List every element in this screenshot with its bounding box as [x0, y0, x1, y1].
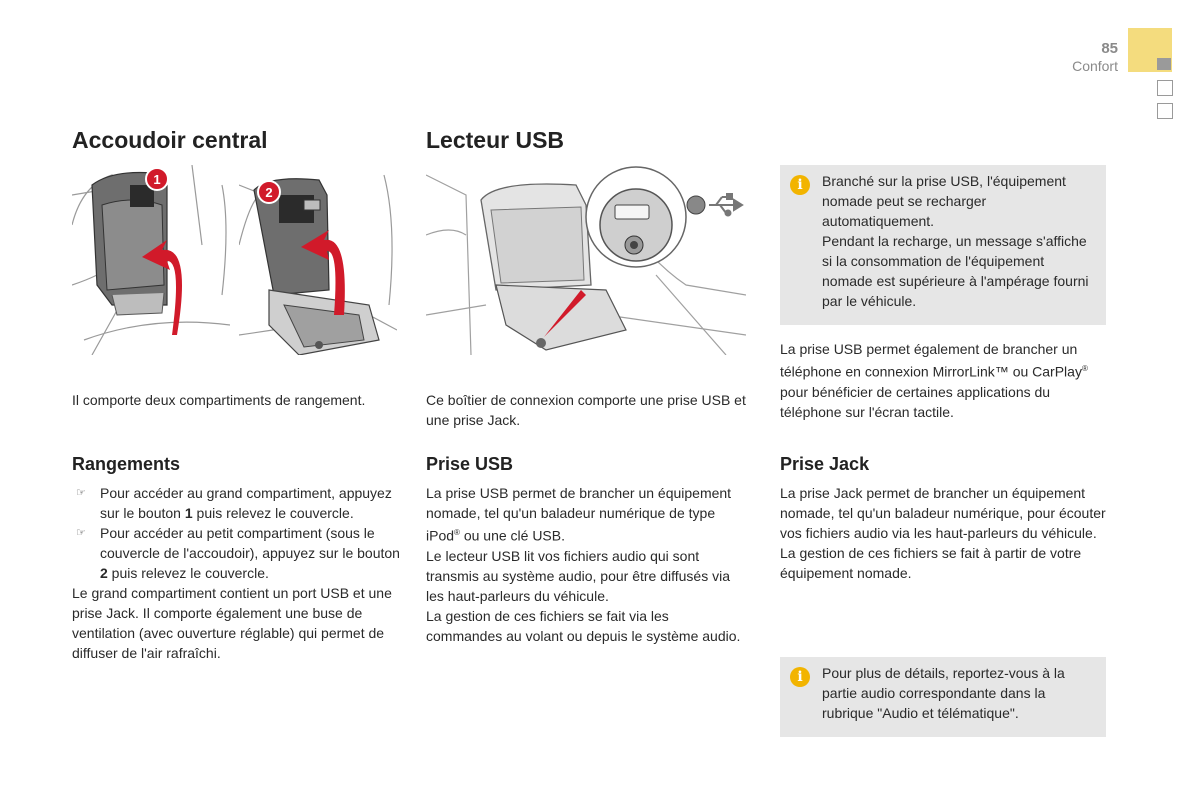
rangements-text: ☞ Pour accéder au grand compartiment, ap…	[72, 483, 402, 663]
svg-text:2: 2	[265, 185, 272, 200]
info-text: Pour plus de détails, reportez-vous à la…	[822, 665, 1065, 721]
usb-paragraph-3: La gestion de ces fichiers se fait via l…	[426, 607, 741, 644]
subtitle-rangements: Rangements	[72, 454, 181, 474]
info-icon: i	[790, 175, 810, 195]
badge-2	[257, 180, 281, 204]
info-box-details: i Pour plus de détails, reportez-vous à …	[780, 657, 1106, 737]
jack-paragraph-1: La prise Jack permet de brancher un équi…	[780, 485, 1106, 541]
title-lecteur-usb: Lecteur USB	[426, 127, 565, 153]
caption-compartments: Il comporte deux compartiments de rangem…	[72, 392, 366, 408]
info-icon: i	[790, 667, 810, 687]
bullet-item: ☞ Pour accéder au grand compartiment, ap…	[76, 485, 392, 521]
mirrorlink-paragraph: La prise USB permet également de branche…	[780, 341, 1088, 420]
badge-1	[145, 167, 169, 191]
tab-marker	[1157, 58, 1171, 70]
tab-box	[1157, 103, 1173, 119]
tab-box	[1157, 80, 1173, 96]
armrest-illustration-2: 2	[239, 165, 397, 355]
title-accoudoir: Accoudoir central	[72, 127, 268, 153]
info-box-charging: i Branché sur la prise USB, l'équipement…	[780, 165, 1106, 325]
prise-usb-text: La prise USB permet de brancher un équip…	[426, 483, 746, 646]
page-number: 85	[1101, 40, 1118, 57]
subtitle-prise-usb: Prise USB	[426, 454, 514, 474]
usb-paragraph-2: Le lecteur USB lit vos fichiers audio qu…	[426, 547, 731, 604]
jack-paragraph-2: La gestion de ces fichiers se fait à par…	[780, 545, 1082, 581]
svg-text:1: 1	[153, 172, 160, 187]
bullet-icon: ☞	[76, 487, 86, 499]
prise-jack-text: La prise Jack permet de brancher un équi…	[780, 483, 1106, 583]
usb-reader-illustration	[426, 165, 746, 355]
compartment-paragraph: Le grand compartiment contient un port U…	[72, 585, 392, 661]
bullet-icon: ☞	[76, 527, 86, 539]
subtitle-prise-jack: Prise Jack	[780, 454, 870, 474]
info-text: Branché sur la prise USB, l'équipement n…	[822, 173, 1089, 309]
usb-paragraph-1: La prise USB permet de brancher un équip…	[426, 485, 732, 544]
section-label: Confort	[1072, 58, 1118, 74]
bullet-item: ☞ Pour accéder au petit compartiment (so…	[76, 525, 400, 581]
caption-usb-box: Ce boîtier de connexion comporte une pri…	[426, 392, 746, 428]
armrest-illustration-1: 1	[72, 165, 230, 355]
